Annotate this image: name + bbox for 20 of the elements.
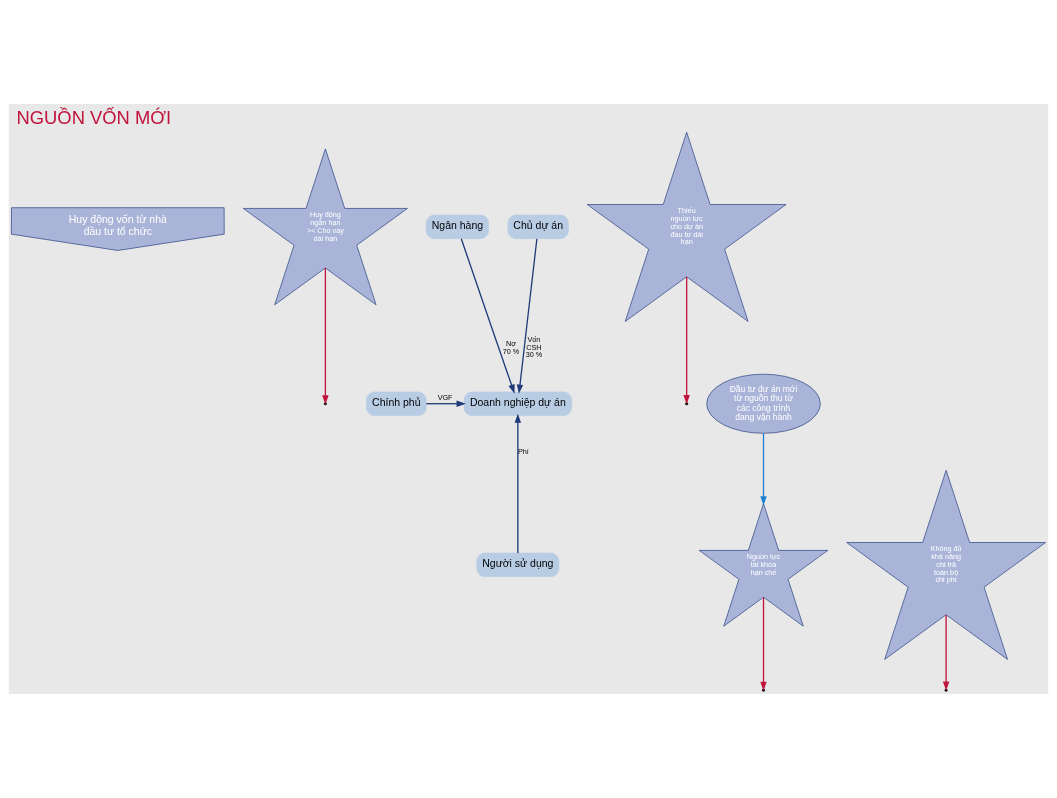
arrow <box>514 413 522 554</box>
arrow <box>760 432 767 506</box>
node-box: Chính phủ <box>366 391 427 416</box>
edge-label: Phí <box>518 446 529 456</box>
diagram-title: NGUỒN VỐN MỚI <box>16 106 172 128</box>
edge-label: VGF <box>437 392 453 402</box>
arrow <box>425 400 466 407</box>
node-box: Chủ dự án <box>507 214 569 239</box>
arrow <box>942 614 950 691</box>
node-ellipse: Đầu tư dự án mới từ nguồn thu từ các công trình đang vận hành <box>706 373 821 434</box>
node-box: Doanh nghiệp dự án <box>463 391 573 416</box>
edge-label: Vốn CSH 30 % <box>525 334 543 360</box>
arrow <box>683 276 690 405</box>
arrow <box>516 238 538 394</box>
arrow <box>760 596 767 691</box>
arrow <box>322 267 329 405</box>
edge-label: Nợ 70 % <box>502 338 520 356</box>
arrow <box>460 238 515 394</box>
node-box: Người sử dụng <box>476 552 560 577</box>
node-box: Ngân hàng <box>425 214 489 239</box>
